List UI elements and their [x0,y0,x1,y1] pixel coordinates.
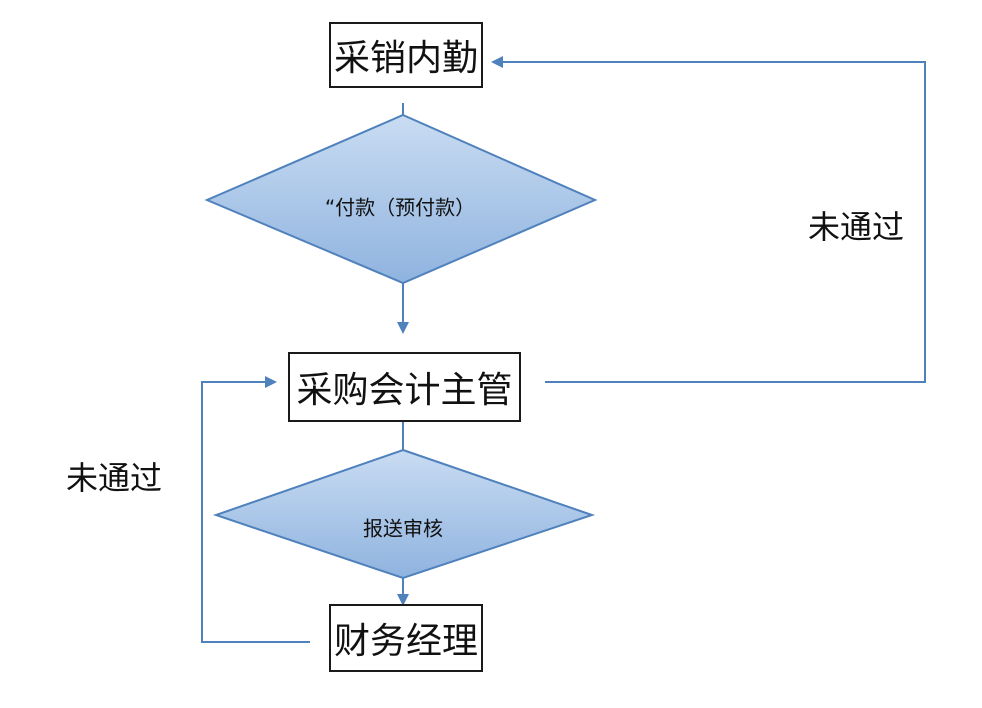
node-finance-manager: 财务经理 [329,604,483,672]
arrow-reject-to-clerk [491,56,926,383]
node-accounting-supervisor: 采购会计主管 [288,352,521,422]
review-decision-label: 报送审核 [363,516,443,541]
arrow-reject-to-supervisor [201,376,310,643]
edge-label-reject-right: 未通过 [808,208,905,246]
payment-decision-label: “付款（预付款） [324,195,476,220]
node-purchase-clerk: 采销内勤 [329,22,483,88]
edge-label-reject-left: 未通过 [66,459,163,497]
